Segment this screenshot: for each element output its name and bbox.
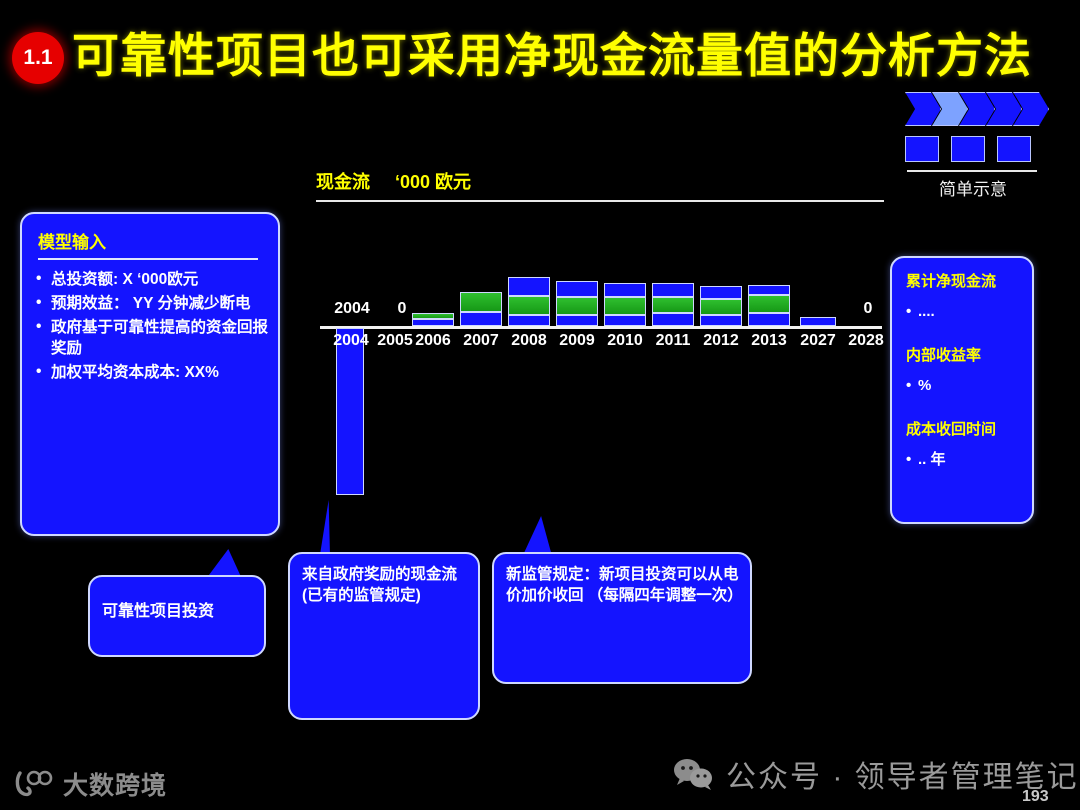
bar-segment-incentive (800, 317, 836, 326)
process-decoration: 简单示意 (905, 92, 1075, 199)
bar-segment-incentive (508, 315, 550, 326)
chart-bar-2004 (336, 328, 364, 496)
chart-bar-2010 (604, 282, 646, 326)
callout-text: 可靠性项目投资 (102, 603, 215, 620)
watermark-right-text: 公众号 · 领导者管理笔记 (726, 761, 1079, 794)
bar-segment-incentive (412, 318, 454, 326)
results-list: 累计净现金流 .... 内部收益率 % 成本收回时间 .. 年 (906, 272, 1024, 494)
wechat-icon (674, 759, 712, 790)
x-tick-label-2008: 2008 (511, 332, 547, 349)
chart-bar-2008 (508, 277, 550, 326)
chart-bar-2012 (700, 286, 742, 326)
x-tick-label-2027: 2027 (800, 332, 836, 349)
bar-segment-tariff (700, 286, 742, 299)
page-number: 193 (1022, 788, 1049, 805)
model-input-panel: 模型输入 总投资额: X ‘000欧元 预期效益： YY 分钟减少断电 政府基于… (20, 212, 280, 536)
chart-bar-2007 (460, 291, 502, 326)
bar-segment-tariff (652, 282, 694, 298)
list-item: 加权平均资本成本: XX% (36, 361, 268, 383)
x-tick-label-2028: 2028 (848, 332, 884, 349)
chart-bar-2011 (652, 282, 694, 326)
chart-header-divider (316, 200, 884, 202)
callout-investment: 可靠性项目投资 (88, 549, 266, 657)
results-heading-cumulative-cashflow: 累计净现金流 (906, 273, 997, 290)
callout-government-incentive: 来自政府奖励的现金流 (已有的监管规定) (288, 500, 480, 720)
chart-bar-2009 (556, 281, 598, 326)
bar-segment-operating (412, 312, 454, 319)
x-tick-label-2012: 2012 (703, 332, 739, 349)
results-value-irr: % (906, 376, 1024, 396)
bar-segment-operating (460, 291, 502, 312)
bar-segment-incentive (556, 315, 598, 326)
bar-segment-operating (508, 296, 550, 316)
bar-segment-operating (652, 297, 694, 314)
callout-body (492, 552, 752, 684)
section-number-badge: 1.1 (12, 32, 64, 84)
square-icon-2 (951, 136, 985, 162)
square-icon-1 (905, 136, 939, 162)
callout-tail (319, 500, 330, 556)
chart-axis-title: 现金流 ‘000 欧元 (316, 172, 471, 192)
bar-segment-incentive (652, 313, 694, 326)
dashu-logo-icon (15, 770, 53, 797)
bar-segment-tariff (508, 277, 550, 297)
results-value-payback: .. 年 (906, 450, 1024, 470)
results-panel: 累计净现金流 .... 内部收益率 % 成本收回时间 .. 年 (890, 256, 1034, 524)
list-item: 预期效益： YY 分钟减少断电 (36, 292, 268, 314)
watermark-left-text: 大数跨境 (63, 772, 168, 800)
chart-axis-unit-text: ‘000 欧元 (395, 172, 472, 192)
callout-text: 新监管规定：新项目投资可以从电价加价收回 （每隔四年调整一次） (506, 566, 743, 604)
bar-segment-operating (604, 297, 646, 316)
bar-segment-operating (556, 297, 598, 316)
callout-body (88, 575, 266, 657)
bar-segment-incentive (748, 313, 790, 326)
x-tick-label-2010: 2010 (607, 332, 643, 349)
x-tick-label-2013: 2013 (751, 332, 787, 349)
model-input-list: 总投资额: X ‘000欧元 预期效益： YY 分钟减少断电 政府基于可靠性提高… (36, 268, 268, 386)
chart-value-label-2028: 0 (863, 300, 873, 317)
bar-segment-tariff (604, 282, 646, 298)
chart-value-label-2005: 0 (397, 300, 407, 317)
chart-value-label-2004: 2004 (334, 300, 370, 317)
callout-body (288, 552, 480, 720)
list-item: 政府基于可靠性提高的资金回报奖励 (36, 316, 268, 359)
x-tick-label-2007: 2007 (463, 332, 499, 349)
model-input-title: 模型输入 (38, 233, 106, 252)
list-item: 总投资额: X ‘000欧元 (36, 268, 268, 290)
chart-bar-2006 (412, 312, 454, 327)
x-tick-label-2006: 2006 (415, 332, 451, 349)
x-tick-label-2004: 2004 (333, 332, 369, 349)
page-title: 可靠性项目也可采用净现金流量值的分析方法 (72, 29, 1032, 82)
watermark-left: 大数跨境 (14, 766, 167, 802)
chart-bar-2013 (748, 284, 790, 326)
bar-segment-tariff (748, 284, 790, 296)
x-tick-label-2005: 2005 (377, 332, 413, 349)
decoration-label: 简单示意 (939, 180, 1007, 199)
chart-zero-axis (320, 326, 882, 329)
callout-new-regulation: 新监管规定：新项目投资可以从电价加价收回 （每隔四年调整一次） (492, 516, 752, 684)
bar-segment-tariff (556, 281, 598, 298)
bar-segment-incentive (460, 311, 502, 326)
chart-header: 现金流 ‘000 欧元 (316, 168, 886, 202)
bar-segment-investment (336, 328, 364, 496)
bar-segment-operating (700, 298, 742, 316)
x-tick-label-2011: 2011 (655, 332, 691, 349)
bar-segment-operating (748, 295, 790, 314)
bar-segment-incentive (700, 315, 742, 326)
slide-header: 1.1 可靠性项目也可采用净现金流量值的分析方法 (0, 10, 1080, 84)
square-icon-3 (997, 136, 1031, 162)
chart-bar-2027 (800, 317, 836, 326)
x-tick-label-2009: 2009 (559, 332, 595, 349)
callout-text: 来自政府奖励的现金流 (已有的监管规定) (302, 566, 458, 604)
watermark-right: 公众号 · 领导者管理笔记 (672, 752, 1079, 796)
results-heading-payback: 成本收回时间 (906, 421, 997, 438)
decoration-divider (907, 170, 1037, 172)
chart-axis-title-text: 现金流 (316, 172, 370, 192)
bar-segment-incentive (604, 315, 646, 326)
results-value-cumulative-cashflow: .... (906, 302, 1024, 322)
model-input-divider (38, 258, 258, 260)
results-heading-irr: 内部收益率 (906, 347, 982, 364)
